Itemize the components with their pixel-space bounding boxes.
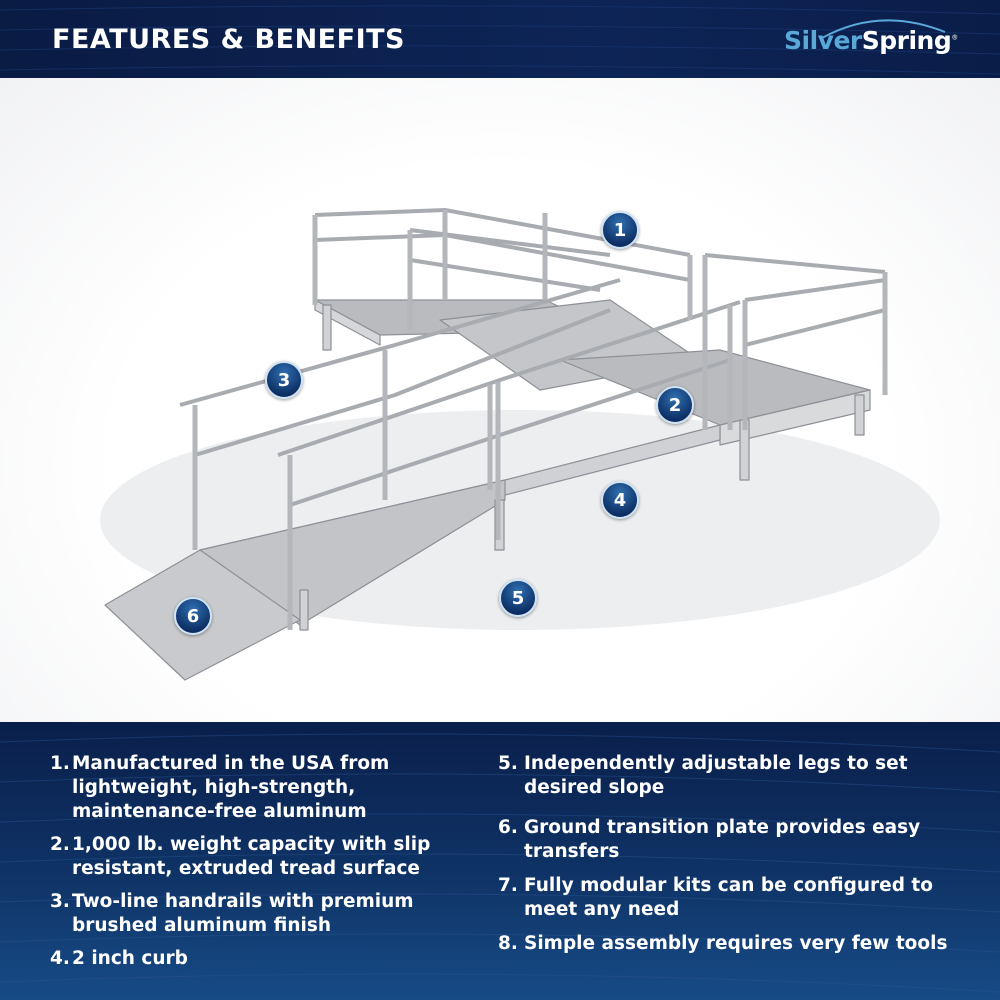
wave-pattern [0, 5, 1000, 75]
callout-badge-1: 1 [601, 211, 639, 249]
feature-item: 5.Independently adjustable legs to set d… [498, 753, 908, 798]
callout-badge-2: 2 [656, 386, 694, 424]
logo-arc-icon [821, 19, 946, 39]
feature-item: 6.Ground transition plate provides easy … [498, 817, 921, 862]
feature-item: 7.Fully modular kits can be configured t… [498, 875, 933, 920]
features-list-left: 1.Manufactured in the USA from lightweig… [50, 752, 490, 980]
silverspring-logo: SilverSpring® [784, 26, 958, 55]
callout-badge-6: 6 [174, 597, 212, 635]
feature-item: 2.1,000 lb. weight capacity with slip re… [50, 834, 431, 879]
feature-item: 3.Two-line handrails with premium brushe… [50, 891, 414, 936]
page-title: FEATURES & BENEFITS [52, 24, 405, 55]
header-banner: FEATURES & BENEFITS SilverSpring® [0, 0, 1000, 78]
callout-badge-4: 4 [601, 481, 639, 519]
product-image: 1 2 3 4 5 6 [0, 78, 1000, 722]
feature-item: 8.Simple assembly requires very few tool… [498, 933, 948, 954]
ramp-illustration [100, 208, 940, 681]
callout-badge-5: 5 [499, 579, 537, 617]
wave-pattern [0, 733, 1000, 993]
features-panel: 1.Manufactured in the USA from lightweig… [0, 722, 1000, 1000]
features-list-right: 5.Independently adjustable legs to set d… [498, 752, 968, 965]
feature-item: 4.2 inch curb [50, 948, 188, 969]
callout-badge-3: 3 [265, 361, 303, 399]
feature-item: 1.Manufactured in the USA from lightweig… [50, 753, 390, 822]
